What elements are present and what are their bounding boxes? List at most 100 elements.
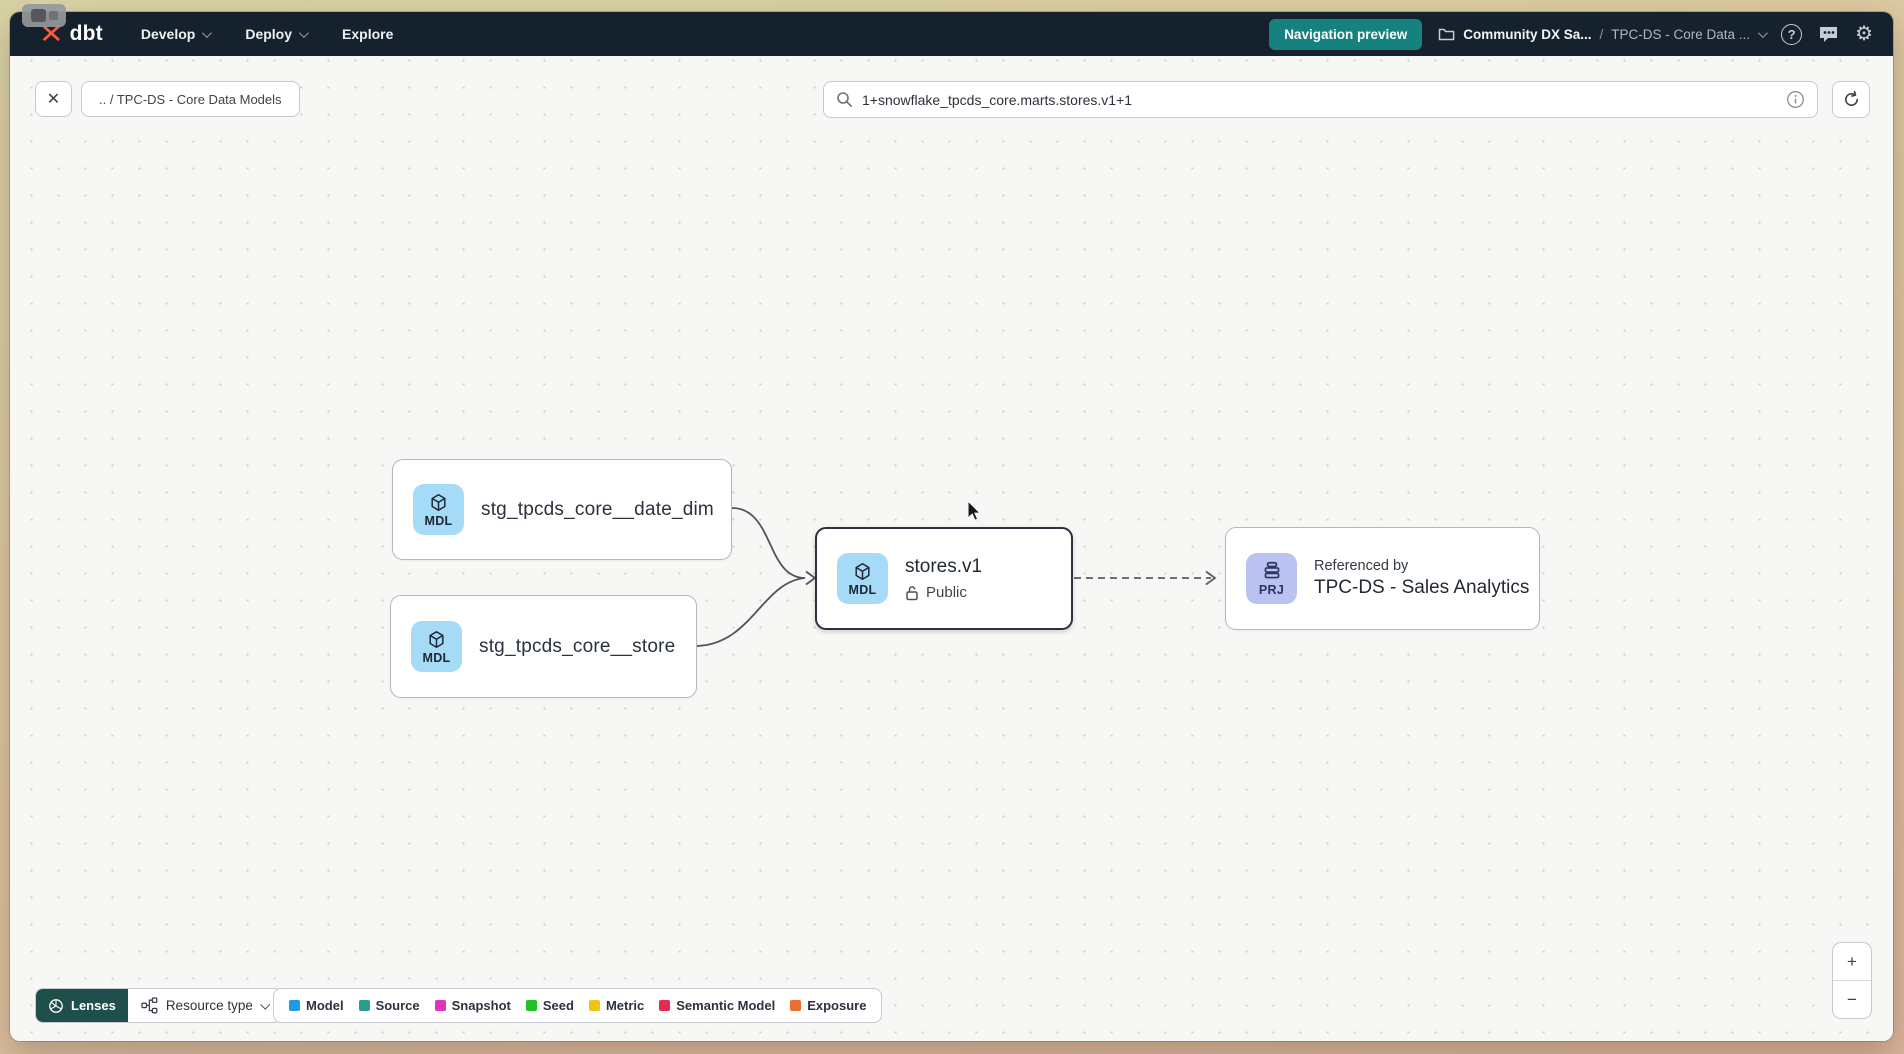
recorder-glyph-2 xyxy=(49,11,58,20)
lenses-button[interactable]: Lenses xyxy=(36,989,128,1022)
zoom-out-button[interactable]: − xyxy=(1833,980,1871,1018)
chevron-down-icon xyxy=(1758,27,1768,38)
nav-item-deploy[interactable]: Deploy xyxy=(245,26,309,42)
nav-item-develop[interactable]: Develop xyxy=(140,26,213,42)
info-icon[interactable] xyxy=(1786,90,1805,109)
close-lineage-button[interactable]: ✕ xyxy=(35,81,72,117)
resource-type-dropdown[interactable]: Resource type xyxy=(128,989,281,1022)
legend-label: Metric xyxy=(605,998,645,1013)
settings-button[interactable]: ⚙ xyxy=(1855,24,1873,44)
mouse-cursor xyxy=(967,499,982,521)
project-breadcrumb[interactable]: Community DX Sa... / TPC-DS - Core Data … xyxy=(1438,26,1768,42)
legend-item-snapshot: Snapshot xyxy=(434,998,511,1013)
access-row: Public xyxy=(905,584,982,601)
legend-label: Exposure xyxy=(807,998,867,1013)
app-window: ✕ dbt Develop Deploy Explore Navigation … xyxy=(10,12,1893,1041)
lineage-canvas[interactable]: ✕ .. / TPC-DS - Core Data Models xyxy=(10,56,1893,1041)
cube-icon xyxy=(429,630,444,648)
lineage-search-box xyxy=(823,81,1818,118)
navbar-right-cluster: Navigation preview Community DX Sa... / … xyxy=(1269,18,1873,50)
node-text-block: stores.v1 Public xyxy=(905,556,982,601)
legend-label: Semantic Model xyxy=(676,998,776,1013)
model-tile: MDL xyxy=(413,484,464,535)
legend-item-semantic-model: Semantic Model xyxy=(659,998,775,1013)
refresh-icon xyxy=(1844,90,1858,106)
project-name: TPC-DS - Sales Analytics xyxy=(1314,577,1530,598)
zoom-in-button[interactable]: + xyxy=(1847,951,1857,971)
legend-swatch xyxy=(659,1000,671,1011)
unlock-icon xyxy=(906,585,918,600)
search-input[interactable] xyxy=(862,91,1777,108)
resource-type-icon xyxy=(141,997,158,1014)
node-text-block: Referenced by TPC-DS - Sales Analytics xyxy=(1314,558,1529,599)
model-tile: MDL xyxy=(411,621,462,672)
node-stg-tpcds-core-store[interactable]: MDL stg_tpcds_core__store xyxy=(390,595,697,698)
recorder-glyph xyxy=(31,9,46,22)
breadcrumb-account: Community DX Sa... xyxy=(1463,26,1592,42)
legend-label: Model xyxy=(306,998,344,1013)
node-stores-v1[interactable]: MDL stores.v1 Public xyxy=(815,527,1073,630)
legend-item-exposure: Exposure xyxy=(790,998,866,1013)
screen-recorder-badge xyxy=(22,4,66,27)
feedback-button[interactable] xyxy=(1818,25,1839,44)
access-label: Public xyxy=(926,584,967,601)
resource-badge: MDL xyxy=(848,582,877,597)
resource-badge: PRJ xyxy=(1258,583,1285,597)
dbt-logo-text: dbt xyxy=(69,22,103,45)
legend-swatch xyxy=(790,1000,802,1011)
folder-icon xyxy=(1438,28,1455,41)
nav-item-label: Deploy xyxy=(245,26,293,42)
breadcrumb-project: TPC-DS - Core Data ... xyxy=(1611,26,1751,42)
gear-icon: ⚙ xyxy=(1855,23,1873,45)
edge-arrowhead xyxy=(805,570,817,586)
nav-item-label: Develop xyxy=(140,26,196,42)
resource-badge: MDL xyxy=(424,513,453,528)
edge-date-dim-to-stores xyxy=(731,507,806,579)
legend-swatch xyxy=(434,1000,446,1011)
nav-item-label: Explore xyxy=(342,26,394,42)
chat-bubble-icon xyxy=(1820,26,1838,42)
legend-item-metric: Metric xyxy=(588,998,645,1013)
node-title: stores.v1 xyxy=(905,556,983,577)
referenced-by-label: Referenced by xyxy=(1314,558,1409,574)
breadcrumb-separator: / xyxy=(1599,26,1604,42)
node-label: stg_tpcds_core__store xyxy=(479,635,676,657)
help-icon: ? xyxy=(1781,23,1803,45)
edge-store-to-stores xyxy=(696,577,806,647)
chevron-down-icon xyxy=(298,27,309,38)
legend-swatch xyxy=(588,1000,600,1011)
legend-label: Seed xyxy=(542,998,574,1013)
legend-label: Source xyxy=(375,998,420,1013)
lens-aperture-icon xyxy=(49,998,63,1013)
node-referenced-by-project[interactable]: PRJ Referenced by TPC-DS - Sales Analyti… xyxy=(1225,527,1540,630)
legend-swatch xyxy=(525,1000,537,1011)
resource-type-label: Resource type xyxy=(165,998,253,1013)
legend-item-seed: Seed xyxy=(525,998,574,1013)
lenses-label: Lenses xyxy=(71,998,116,1013)
legend-swatch xyxy=(289,1000,300,1011)
legend-swatch xyxy=(358,1000,370,1011)
close-icon: ✕ xyxy=(46,91,61,108)
edge-arrowhead xyxy=(1205,570,1217,586)
lenses-control-group: Lenses Resource type xyxy=(35,988,282,1023)
navigation-preview-button[interactable]: Navigation preview xyxy=(1269,18,1423,50)
nav-item-explore[interactable]: Explore xyxy=(342,26,393,42)
refresh-lineage-button[interactable] xyxy=(1832,81,1870,118)
help-button[interactable]: ? xyxy=(1781,23,1803,45)
node-label: stg_tpcds_core__date_dim xyxy=(481,498,714,520)
resource-type-legend: Model Source Snapshot Seed Metric Semant… xyxy=(273,988,883,1023)
model-tile: MDL xyxy=(837,553,888,604)
chevron-down-icon xyxy=(202,27,213,38)
top-navbar: ✕ dbt Develop Deploy Explore Navigation … xyxy=(10,12,1893,56)
legend-item-model: Model xyxy=(289,998,344,1013)
resource-badge: MDL xyxy=(422,650,451,665)
legend-item-source: Source xyxy=(358,998,420,1013)
legend-label: Snapshot xyxy=(451,998,511,1013)
chevron-down-icon xyxy=(260,999,271,1010)
node-stg-tpcds-core-date-dim[interactable]: MDL stg_tpcds_core__date_dim xyxy=(392,459,732,560)
search-icon xyxy=(837,92,852,107)
project-stack-icon xyxy=(1264,561,1279,579)
lineage-breadcrumb-chip[interactable]: .. / TPC-DS - Core Data Models xyxy=(81,81,300,117)
zoom-controls: + − xyxy=(1832,942,1872,1019)
lineage-breadcrumb-label: .. / TPC-DS - Core Data Models xyxy=(99,91,282,107)
